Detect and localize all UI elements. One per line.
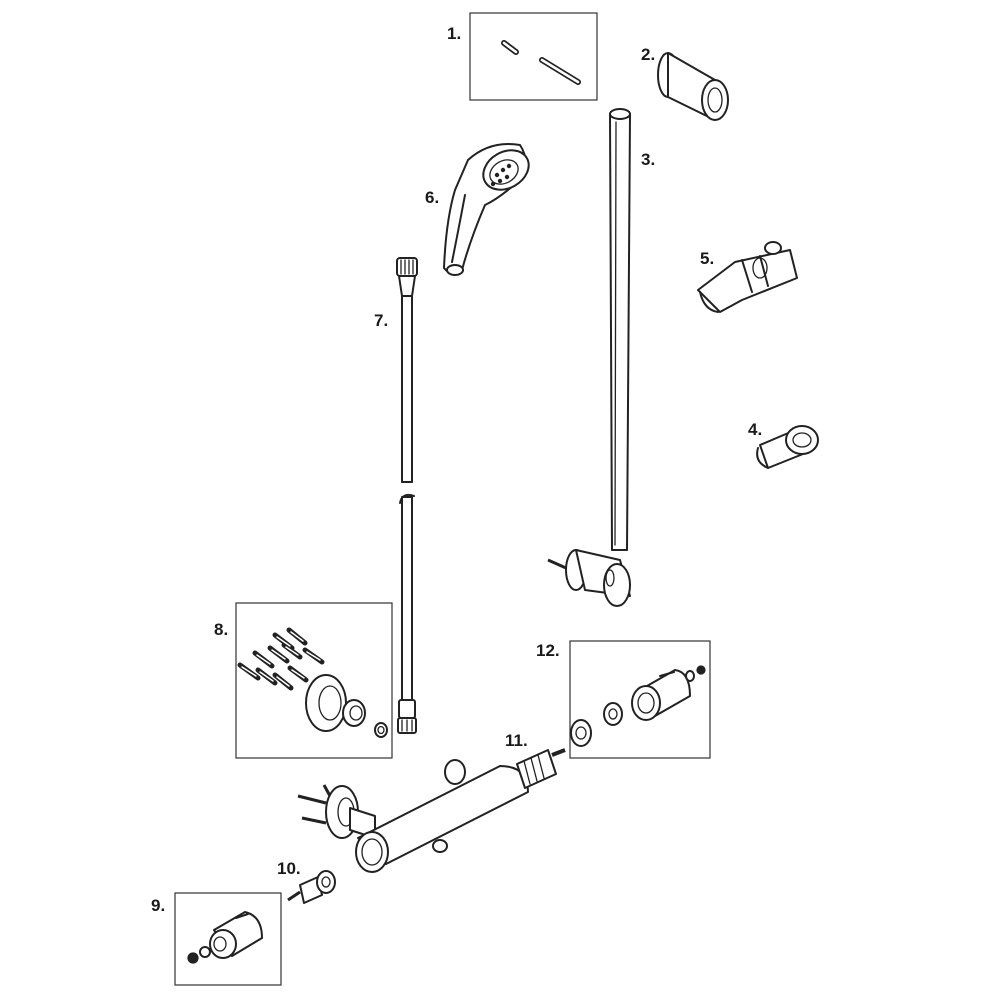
part-3-slide-rail [609,108,631,551]
callout-6: 6. [425,188,440,207]
rail-bottom-bracket [547,549,631,607]
part-7-hose [396,257,418,734]
callout-12: 12. [536,641,560,660]
part-11-outlet-fitting [516,748,566,789]
callout-8: 8. [214,620,229,639]
part-6-hand-shower [443,143,530,276]
callout-4: 4. [748,420,763,439]
part-2-wall-bracket [657,52,729,121]
callout-3: 3. [641,150,656,169]
mixer-body [297,759,529,873]
callout-5: 5. [700,249,715,268]
callout-7: 7. [374,311,389,330]
part-8-fixing-kit [235,602,393,759]
part-4-clip-ring [756,425,819,469]
part-12-knob-assembly [569,640,711,759]
callout-2: 2. [641,45,656,64]
callout-1: 1. [447,24,462,43]
part-10-cartridge [287,870,336,904]
part-1-screws [469,12,598,101]
part-5-slider-holder [697,241,798,313]
callout-9: 9. [151,896,166,915]
callout-11: 11. [505,731,528,750]
part-9-knob [174,892,282,986]
callout-10: 10. [277,859,301,878]
